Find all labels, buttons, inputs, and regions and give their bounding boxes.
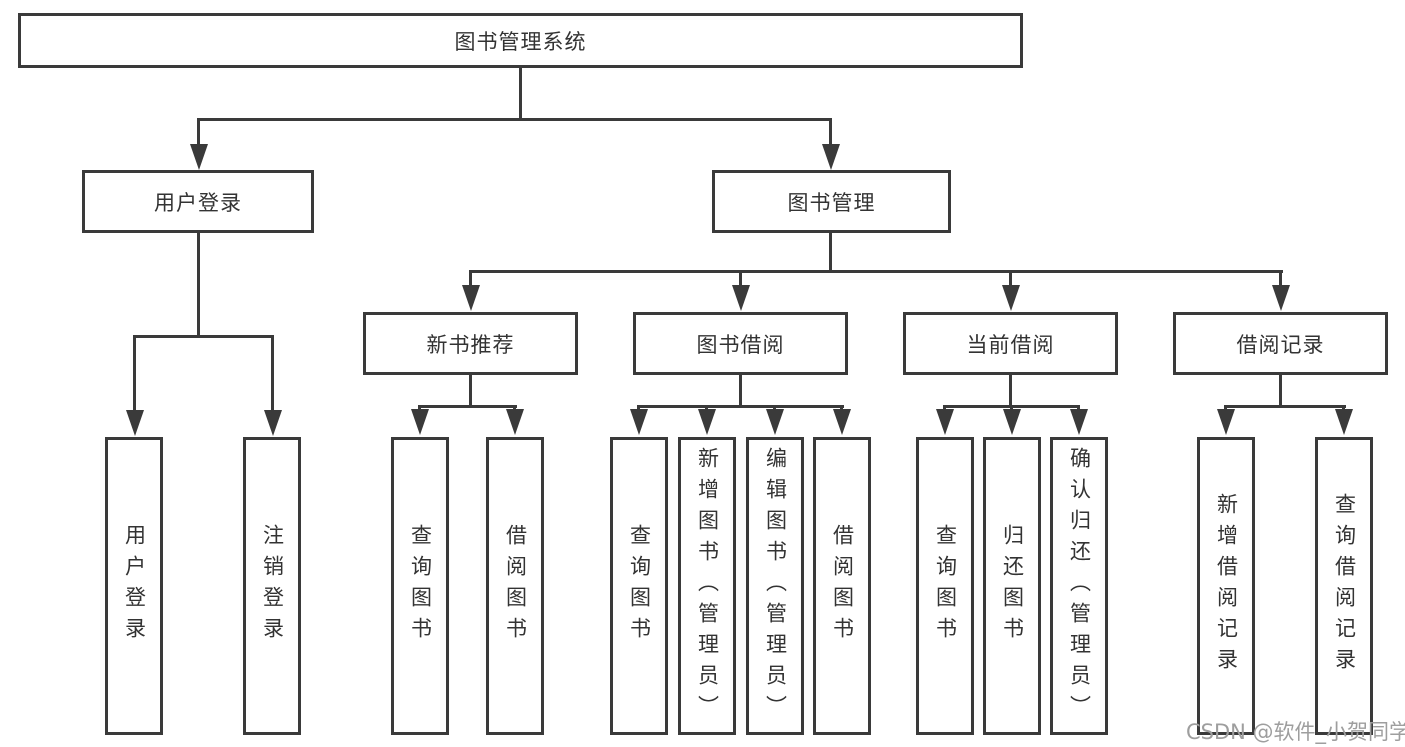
csdn-watermark: CSDN @软件_小贺同学 [1186,720,1405,744]
leaf-borrow-books: 借阅图书 [813,437,871,735]
arrowhead-down-icon [766,409,784,435]
connector-user-login-drop [197,233,200,338]
arrowhead-down-icon [126,410,144,436]
arrowhead-down-icon [833,409,851,435]
connector-user-login-rail [133,335,274,338]
arrowhead-down-icon [1217,409,1235,435]
leaf-logout: 注销登录 [243,437,301,735]
connector-borrow-record-rail [1224,405,1346,408]
arrowhead-down-icon [1002,285,1020,311]
leaf-borrow-books-recommend: 借阅图书 [486,437,544,735]
arrowhead-down-icon [1070,409,1088,435]
leaf-query-books-current: 查询图书 [916,437,974,735]
arrowhead-down-icon [462,285,480,311]
node-current-borrowing: 当前借阅 [903,312,1118,375]
node-new-book-recommendation: 新书推荐 [363,312,578,375]
node-library-management-system: 图书管理系统 [18,13,1023,68]
connector-root-drop [519,68,522,121]
arrowhead-down-icon [411,409,429,435]
node-borrowing-records: 借阅记录 [1173,312,1388,375]
connector-stem [197,118,200,147]
arrowhead-down-icon [630,409,648,435]
connector-book-mgmt-rail [469,270,1283,273]
connector-book-borrow-rail [637,405,844,408]
leaf-add-borrow-record: 新增借阅记录 [1197,437,1255,735]
leaf-confirm-return-admin: 确认归还（管理员） [1050,437,1108,735]
node-user-login: 用户登录 [82,170,314,233]
connector-stem [829,118,832,147]
arrowhead-down-icon [1335,409,1353,435]
connector-book-borrow-drop [739,375,742,408]
arrowhead-down-icon [264,410,282,436]
node-book-borrowing: 图书借阅 [633,312,848,375]
connector-borrow-record-drop [1279,375,1282,408]
node-book-management: 图书管理 [712,170,951,233]
leaf-add-books-admin: 新增图书（管理员） [678,437,736,735]
arrowhead-down-icon [1003,409,1021,435]
arrowhead-down-icon [732,285,750,311]
leaf-query-books-borrowing: 查询图书 [610,437,668,735]
connector-current-borrow-drop [1009,375,1012,408]
connector-new-book-drop [469,375,472,408]
leaf-edit-books-admin: 编辑图书（管理员） [746,437,804,735]
connector-stem [271,335,274,411]
leaf-query-borrow-record: 查询借阅记录 [1315,437,1373,735]
connector-new-book-rail [418,405,517,408]
connector-stem [1279,270,1282,288]
leaf-return-books: 归还图书 [983,437,1041,735]
leaf-query-books-recommend: 查询图书 [391,437,449,735]
arrowhead-down-icon [506,409,524,435]
arrowhead-down-icon [698,409,716,435]
leaf-user-login: 用户登录 [105,437,163,735]
connector-stem [133,335,136,411]
arrowhead-down-icon [936,409,954,435]
connector-root-rail [197,118,832,121]
connector-stem [1009,270,1012,288]
connector-book-mgmt-drop [829,233,832,273]
arrowhead-down-icon [1272,285,1290,311]
connector-stem [739,270,742,288]
connector-stem [469,270,472,288]
arrowhead-down-icon [190,144,208,170]
arrowhead-down-icon [822,144,840,170]
